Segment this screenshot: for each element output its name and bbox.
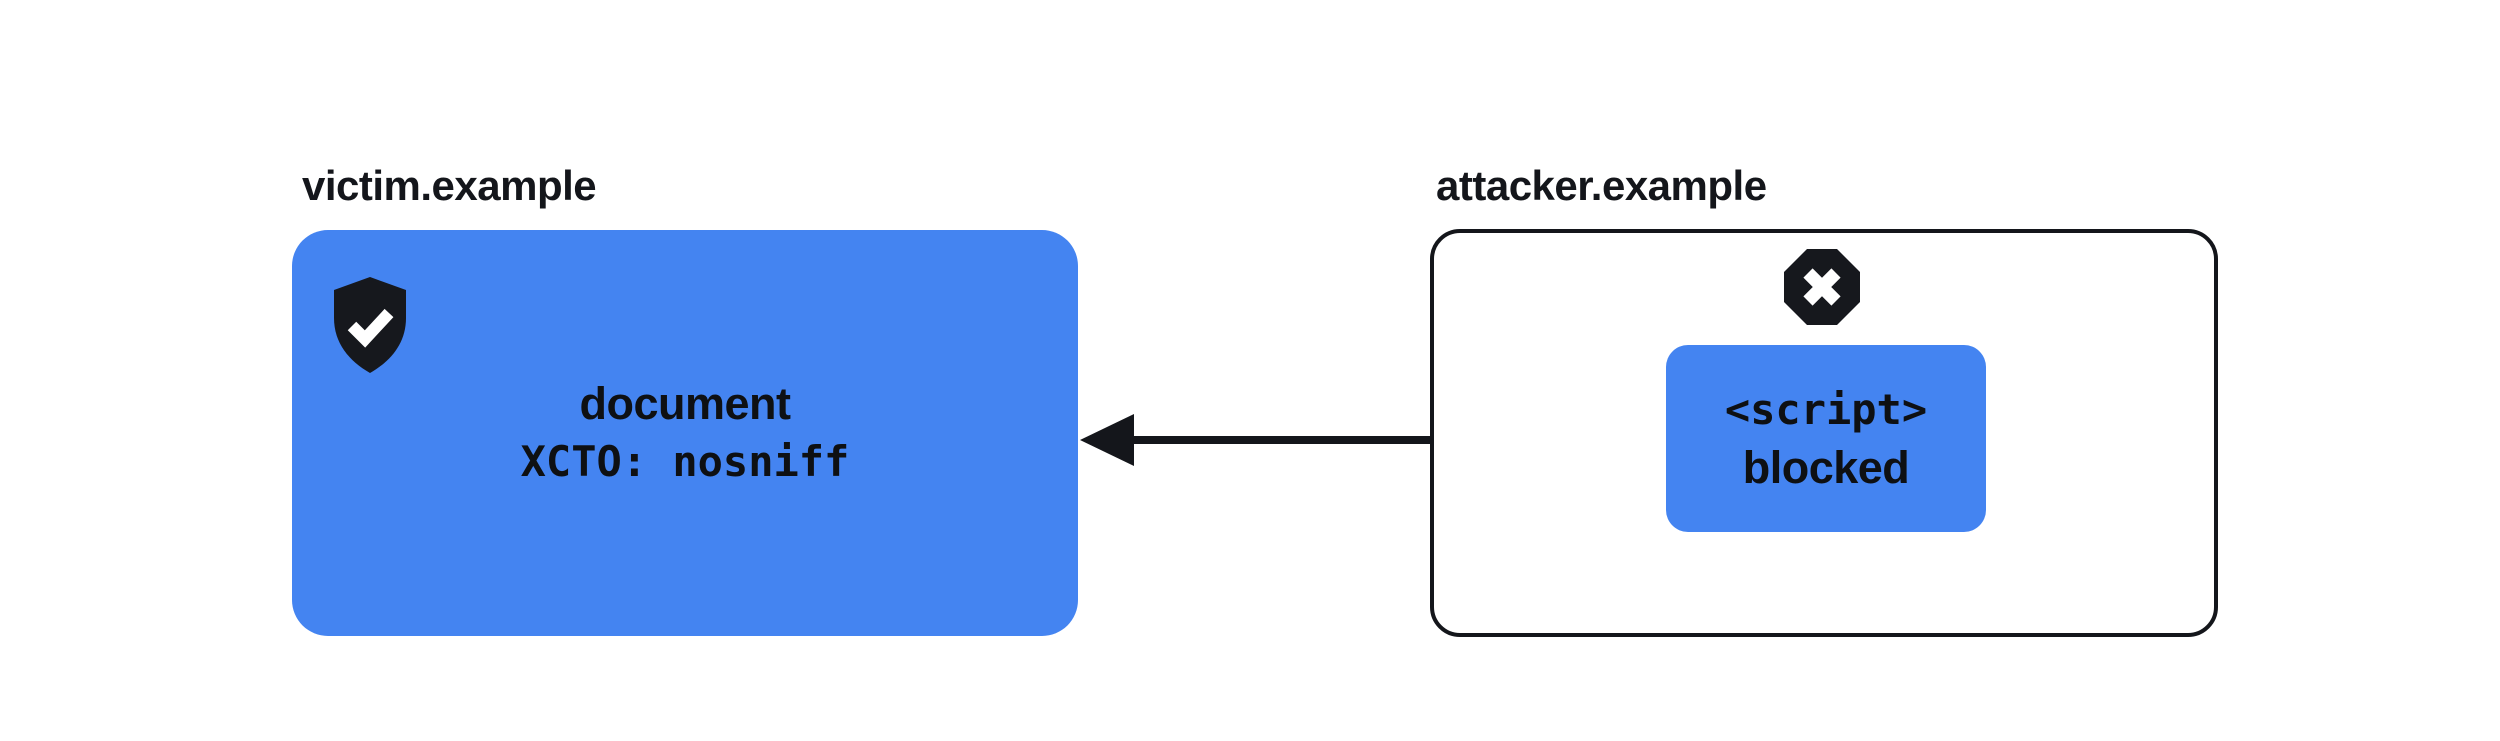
attacker-domain-label: attacker.example bbox=[1436, 162, 1767, 209]
victim-box-line-document: document bbox=[579, 378, 791, 429]
attacker-page-box: <script> blocked bbox=[1430, 229, 2218, 637]
victim-box-line-xcto-nosniff: XCTO: nosniff bbox=[520, 437, 850, 486]
blocked-response-arrow-head bbox=[1080, 414, 1134, 466]
victim-box-text: document XCTO: nosniff bbox=[292, 230, 1078, 636]
blocked-response-arrow-line bbox=[1126, 436, 1663, 444]
script-blocked-box: <script> blocked bbox=[1666, 345, 1986, 532]
shield-check-icon bbox=[334, 277, 406, 373]
block-x-octagon-icon bbox=[1784, 249, 1860, 325]
victim-domain-label: victim.example bbox=[302, 162, 597, 209]
script-box-text: <script> blocked bbox=[1666, 345, 1986, 532]
victim-document-box: document XCTO: nosniff bbox=[292, 230, 1078, 636]
script-box-line-blocked: blocked bbox=[1742, 441, 1910, 493]
script-box-line-script-tag: <script> bbox=[1724, 384, 1928, 434]
